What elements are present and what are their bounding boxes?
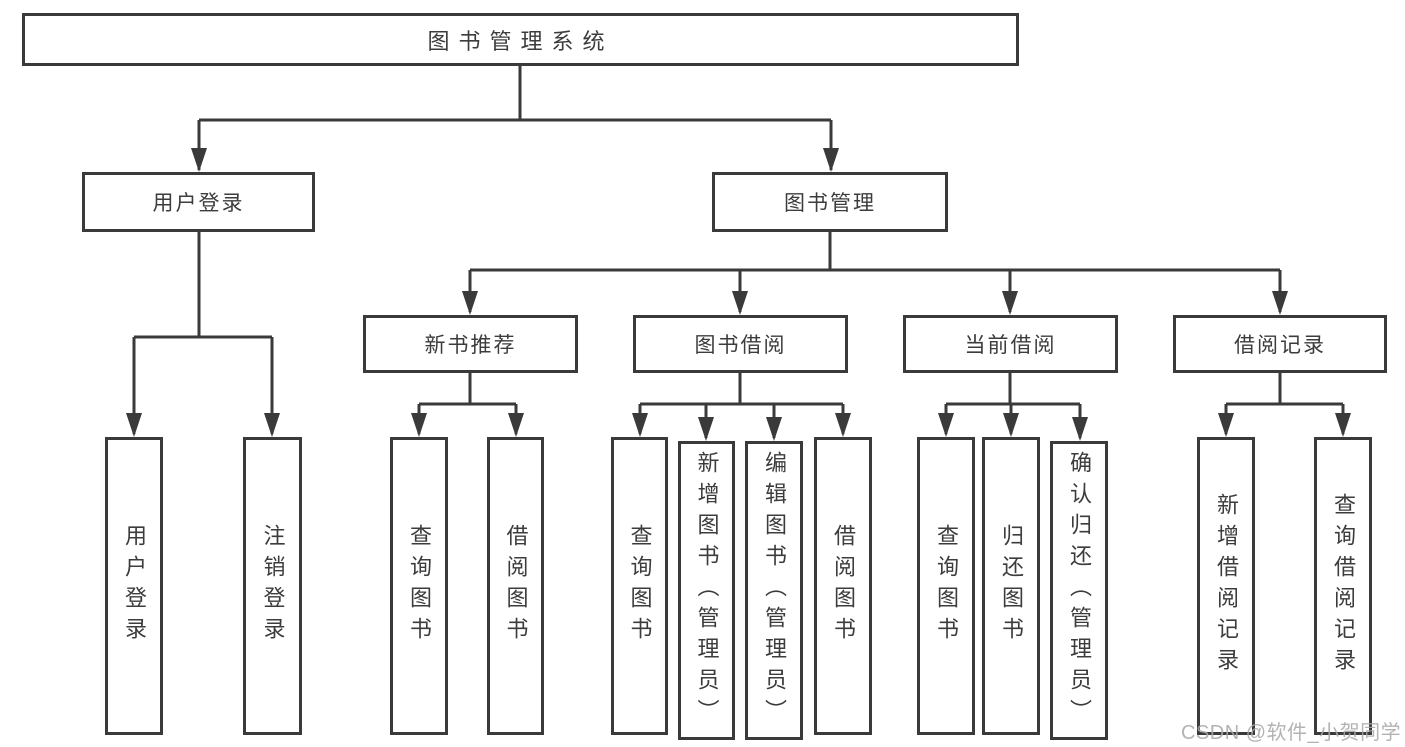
node-label-new-book-recommendation: 新书推荐 [424,334,517,357]
node-borrow-books-recommend: 借阅图书 [487,437,544,735]
node-label-library-management-system: 图书管理系统 [427,28,614,54]
node-user-login-leaf: 用户登录 [105,437,163,735]
arrowhead-down-icon [632,413,648,437]
node-book-management: 图书管理 [712,172,948,232]
arrowhead-down-icon [1002,291,1018,315]
node-label-add-books-admin: 新增图书（管理员） [694,451,720,730]
node-current-borrowing: 当前借阅 [903,315,1118,373]
node-logout-leaf: 注销登录 [243,437,302,735]
node-label-book-borrowing: 图书借阅 [694,334,787,357]
node-borrowing-records: 借阅记录 [1173,315,1387,373]
node-label-user-login-leaf: 用户登录 [122,524,147,648]
node-label-current-borrowing: 当前借阅 [964,334,1057,357]
node-label-logout-leaf: 注销登录 [260,524,286,648]
node-library-management-system: 图书管理系统 [22,13,1019,66]
node-label-borrow-books-recommend: 借阅图书 [503,524,529,648]
node-add-borrowing-record: 新增借阅记录 [1197,437,1255,735]
node-label-borrowing-records: 借阅记录 [1234,334,1326,357]
node-label-confirm-return-admin: 确认归还（管理员） [1067,451,1092,730]
node-query-books-current: 查询图书 [917,437,975,735]
node-new-book-recommendation: 新书推荐 [363,315,578,373]
arrowhead-down-icon [126,413,142,437]
node-label-return-books: 归还图书 [999,524,1024,648]
arrowhead-down-icon [938,413,954,437]
arrowhead-down-icon [1335,413,1351,437]
node-label-query-books-borrowing: 查询图书 [627,524,653,648]
watermark: CSDN @软件_小贺同学 [1181,722,1402,744]
node-return-books: 归还图书 [982,437,1040,735]
node-label-book-management: 图书管理 [784,192,876,215]
arrowhead-down-icon [732,291,748,315]
node-query-books-borrowing: 查询图书 [611,437,668,735]
node-query-books-recommend: 查询图书 [390,437,448,735]
node-label-query-borrowing-record: 查询借阅记录 [1331,493,1356,679]
node-label-query-books-current: 查询图书 [934,524,959,648]
arrowhead-down-icon [823,148,839,172]
arrowhead-down-icon [1272,291,1288,315]
arrowhead-down-icon [508,413,524,437]
arrowhead-down-icon [835,413,851,437]
arrowhead-down-icon [411,413,427,437]
node-book-borrowing: 图书借阅 [633,315,848,373]
arrowhead-down-icon [191,148,207,172]
node-label-add-borrowing-record: 新增借阅记录 [1214,493,1239,679]
arrowhead-down-icon [1003,413,1019,437]
node-query-borrowing-record: 查询借阅记录 [1314,437,1372,735]
node-add-books-admin: 新增图书（管理员） [678,441,735,740]
node-user-login: 用户登录 [82,172,315,232]
arrowhead-down-icon [1072,417,1088,441]
node-borrow-books-borrowing: 借阅图书 [814,437,872,735]
arrowhead-down-icon [264,413,280,437]
node-label-query-books-recommend: 查询图书 [407,524,432,648]
node-confirm-return-admin: 确认归还（管理员） [1050,441,1108,740]
node-label-borrow-books-borrowing: 借阅图书 [831,524,856,648]
arrowhead-down-icon [462,291,478,315]
arrowhead-down-icon [766,417,782,441]
node-label-edit-books-admin: 编辑图书（管理员） [762,451,787,730]
arrowhead-down-icon [698,417,714,441]
node-label-user-login: 用户登录 [152,192,245,215]
node-edit-books-admin: 编辑图书（管理员） [745,441,803,740]
arrowhead-down-icon [1218,413,1234,437]
